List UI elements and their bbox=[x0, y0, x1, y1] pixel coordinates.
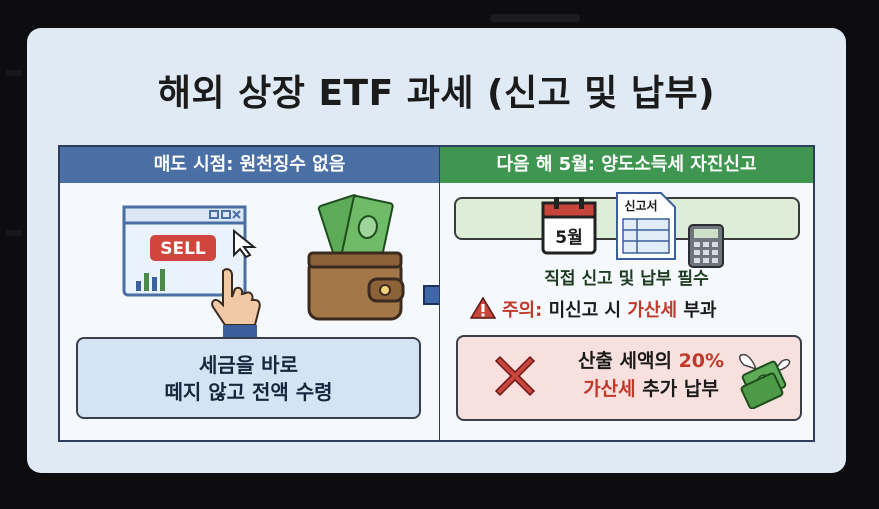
penalty-box: 산출 세액의 20% 가산세 추가 납부 bbox=[456, 335, 802, 421]
filing-panel-heading: 다음 해 5월: 양도소득세 자진신고 bbox=[440, 147, 813, 183]
full-proceeds-box: 세금을 바로 떼지 않고 전액 수령 bbox=[76, 337, 421, 419]
warning-prefix: 주의: bbox=[502, 300, 543, 321]
penalty-line2-b: 추가 납부 bbox=[642, 378, 719, 400]
page-title: 해외 상장 ETF 과세 (신고 및 납부) bbox=[157, 73, 716, 114]
form-icon: 신고서 bbox=[615, 191, 677, 265]
result-line-1: 세금을 바로 bbox=[199, 353, 298, 377]
flying-money-icon bbox=[736, 351, 792, 413]
calculator-icon bbox=[687, 223, 725, 273]
warning-highlight: 가산세 bbox=[627, 300, 678, 321]
wallet-icon bbox=[303, 191, 415, 325]
filing-notice: 직접 신고 및 납부 필수 bbox=[544, 269, 709, 289]
cursor-icon bbox=[232, 228, 260, 263]
x-icon bbox=[494, 355, 536, 401]
warning-text-a: 미신고 시 bbox=[548, 300, 622, 321]
penalty-line1-a: 산출 세액의 bbox=[577, 350, 672, 372]
form-label: 신고서 bbox=[624, 198, 657, 213]
penalty-warning: 주의: 미신고 시 가산세 부과 bbox=[469, 296, 717, 325]
penalty-rate: 20% bbox=[678, 350, 725, 372]
calendar-icon: 5월 bbox=[540, 195, 598, 261]
browser-window-icon: SELL bbox=[122, 205, 247, 301]
infographic-card: 해외 상장 ETF 과세 (신고 및 납부) 매도 시점: 원천징수 없음 SE… bbox=[27, 28, 846, 473]
filing-panel: 다음 해 5월: 양도소득세 자진신고 5월 신고서 bbox=[439, 145, 815, 442]
sale-panel: 매도 시점: 원천징수 없음 SELL bbox=[58, 145, 439, 442]
result-line-2: 떼지 않고 전액 수령 bbox=[164, 380, 333, 404]
warning-text-b: 부과 bbox=[683, 300, 717, 321]
sell-button-label: SELL bbox=[160, 239, 206, 259]
hand-pointer-icon bbox=[205, 267, 263, 341]
penalty-line2-a: 가산세 bbox=[583, 378, 636, 400]
sparkle-icon: ✦ bbox=[836, 460, 846, 473]
sale-panel-heading: 매도 시점: 원천징수 없음 bbox=[60, 147, 439, 183]
calendar-label: 5월 bbox=[555, 228, 582, 248]
warning-icon bbox=[469, 296, 497, 325]
